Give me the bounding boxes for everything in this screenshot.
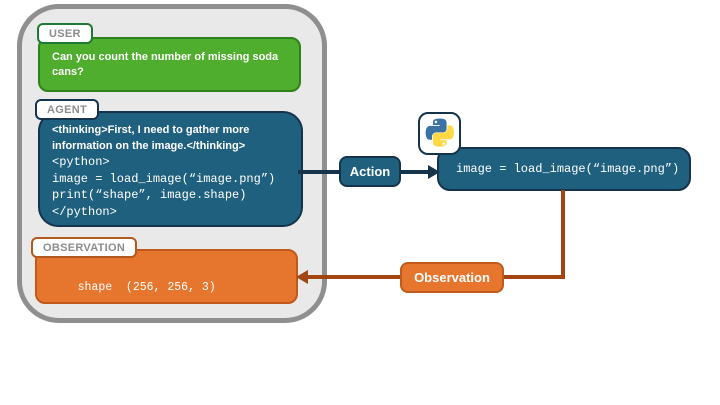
observation-flow-badge: Observation — [400, 262, 504, 293]
user-message-text: Can you count the number of missing soda… — [52, 51, 279, 79]
agent-message-box: <thinking>First, I need to gather more i… — [38, 111, 303, 227]
user-message-box: Can you count the number of missing soda… — [38, 37, 301, 92]
observation-arrowhead-icon — [296, 270, 308, 284]
agent-code-line: print(“shape”, image.shape) — [52, 188, 247, 202]
action-arrowhead-icon — [428, 165, 440, 179]
observation-output-text: shape (256, 256, 3) — [77, 281, 216, 294]
agent-code-line: image = load_image(“image.png”) — [52, 171, 276, 186]
python-code-box: image = load_image(“image.png”) — [437, 147, 691, 191]
agent-code-line: </python> — [52, 204, 117, 219]
observation-output-box: shape (256, 256, 3) — [35, 249, 298, 304]
python-code-text: image = load_image(“image.png”) — [456, 162, 680, 176]
agent-thinking-text: <thinking>First, I need to gather more i… — [52, 124, 250, 152]
agent-label: AGENT — [35, 99, 99, 120]
observation-label: OBSERVATION — [31, 237, 138, 258]
observation-line-vertical — [561, 190, 565, 279]
action-flow-badge: Action — [339, 156, 401, 187]
user-label: USER — [37, 23, 93, 44]
python-logo-svg — [425, 118, 454, 147]
agent-code-line: <python> — [52, 155, 110, 169]
python-logo-icon — [418, 112, 461, 155]
